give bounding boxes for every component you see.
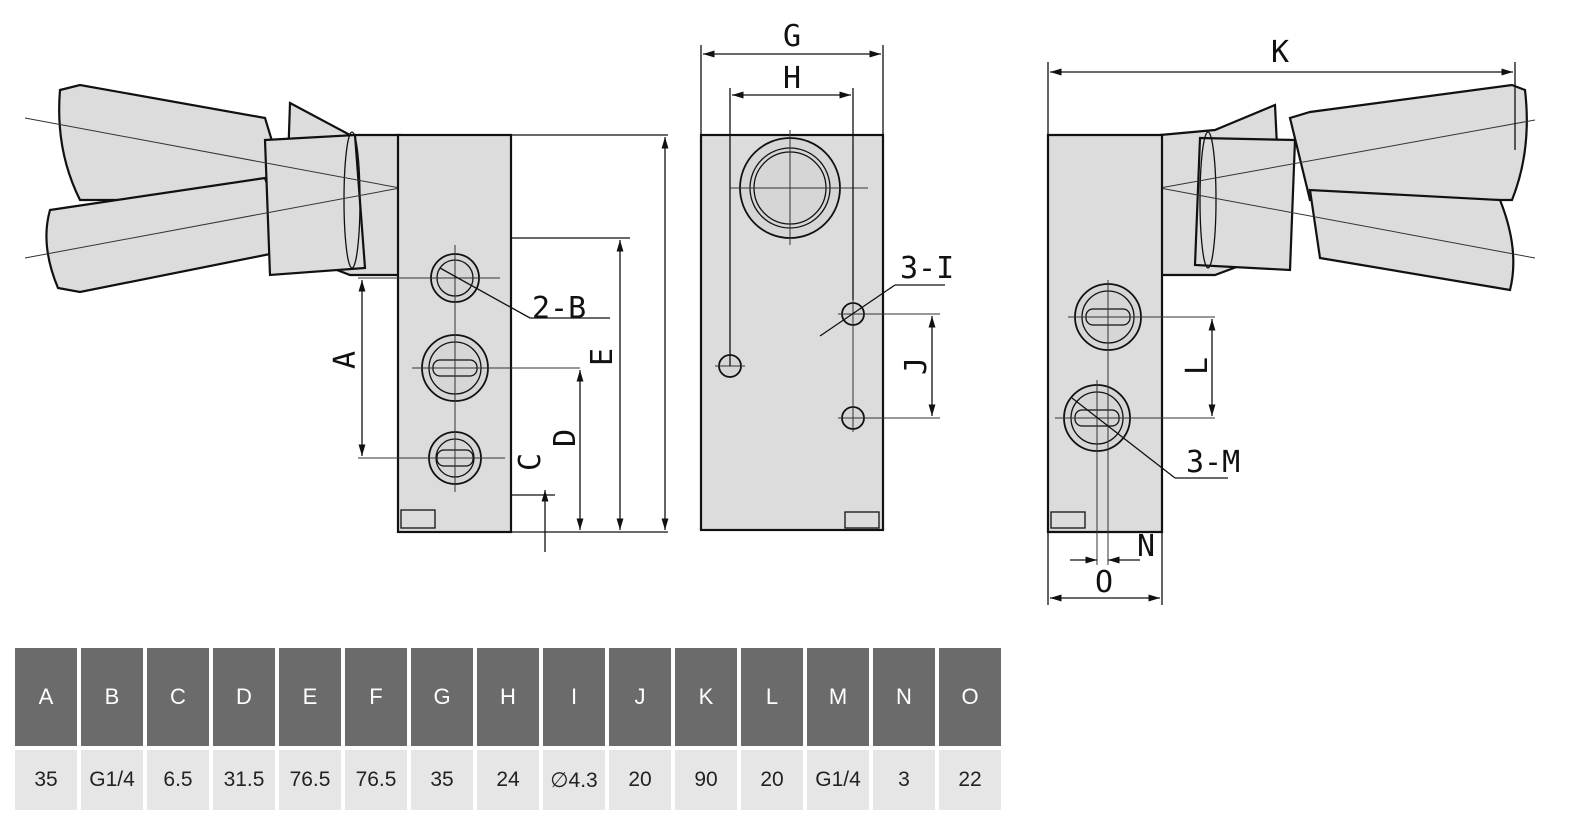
valve-dimension-drawing: A 2-B C D E G H 3-I J xyxy=(24,19,1536,605)
label-D: D xyxy=(548,429,583,447)
label-E: E xyxy=(585,348,620,366)
header-cell: G xyxy=(411,648,473,750)
header-cell: L xyxy=(741,648,803,750)
table-row: 35 G1/4 6.5 31.5 76.5 76.5 35 24 ∅4.3 20… xyxy=(15,750,1001,810)
header-cell: J xyxy=(609,648,671,750)
value-cell: 20 xyxy=(609,750,671,810)
header-cell: C xyxy=(147,648,209,750)
label-H: H xyxy=(783,61,801,96)
value-cell: 31.5 xyxy=(213,750,275,810)
value-cell: 35 xyxy=(411,750,473,810)
label-J: J xyxy=(899,357,934,375)
table-header-row: A B C D E F G H I J K L M N O xyxy=(15,648,1001,750)
value-cell: 20 xyxy=(741,750,803,810)
value-cell: 6.5 xyxy=(147,750,209,810)
value-cell: 24 xyxy=(477,750,539,810)
label-2B: 2-B xyxy=(532,291,586,326)
header-cell: O xyxy=(939,648,1001,750)
lever-lower xyxy=(45,176,292,294)
label-A: A xyxy=(328,351,363,369)
header-cell: M xyxy=(807,648,869,750)
value-cell: ∅4.3 xyxy=(543,750,605,810)
value-cell: G1/4 xyxy=(81,750,143,810)
value-cell: 22 xyxy=(939,750,1001,810)
lever-lower-right xyxy=(1308,188,1515,292)
header-cell: A xyxy=(15,648,77,750)
dimension-table: A B C D E F G H I J K L M N O 35 G1/4 6.… xyxy=(11,648,1005,810)
label-L: L xyxy=(1180,357,1215,375)
label-O: O xyxy=(1095,565,1113,600)
header-cell: E xyxy=(279,648,341,750)
header-cell: F xyxy=(345,648,407,750)
header-cell: K xyxy=(675,648,737,750)
value-cell: 3 xyxy=(873,750,935,810)
label-G: G xyxy=(783,19,801,54)
header-cell: B xyxy=(81,648,143,750)
side-view: G H 3-I J xyxy=(699,19,954,532)
rear-view: K L 3-M N O xyxy=(1046,35,1536,605)
label-3I: 3-I xyxy=(900,251,954,286)
label-K: K xyxy=(1271,35,1289,70)
value-cell: 90 xyxy=(675,750,737,810)
value-cell: G1/4 xyxy=(807,750,869,810)
label-C: C xyxy=(513,453,548,471)
value-cell: 76.5 xyxy=(345,750,407,810)
value-cell: 35 xyxy=(15,750,77,810)
header-cell: N xyxy=(873,648,935,750)
value-cell: 76.5 xyxy=(279,750,341,810)
label-3M: 3-M xyxy=(1186,445,1240,480)
front-view: A 2-B C D E xyxy=(24,83,669,552)
header-cell: I xyxy=(543,648,605,750)
header-cell: D xyxy=(213,648,275,750)
lever-collar xyxy=(263,133,367,277)
label-N: N xyxy=(1137,529,1155,564)
header-cell: H xyxy=(477,648,539,750)
